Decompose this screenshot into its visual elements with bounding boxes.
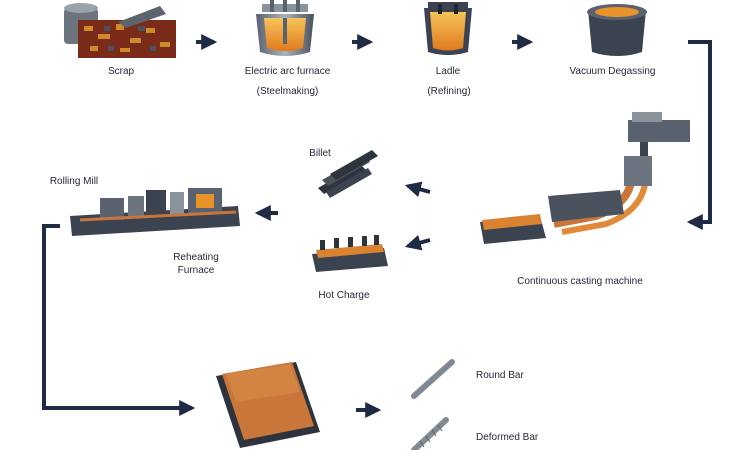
electric-arc-furnace-illustration bbox=[256, 0, 314, 56]
label-steelmaking: (Steelmaking) bbox=[256, 86, 319, 97]
scrap-illustration bbox=[64, 3, 176, 58]
label-round-bar: Round Bar bbox=[476, 370, 524, 381]
label-hot-charge: Hot Charge bbox=[318, 290, 370, 301]
round-bar-illustration bbox=[411, 359, 455, 399]
billet-illustration bbox=[318, 150, 378, 198]
label-ladle: Ladle bbox=[435, 66, 461, 77]
label-reheating: Reheating bbox=[173, 252, 219, 263]
label-rolling-mill: Rolling Mill bbox=[49, 176, 99, 187]
label-scrap: Scrap bbox=[107, 66, 135, 77]
deformed-bar-illustration bbox=[411, 417, 449, 450]
connector-rolling-mill-to-plate bbox=[42, 224, 196, 416]
cooling-plate-illustration bbox=[216, 362, 320, 448]
label-billet: Billet bbox=[309, 148, 331, 159]
label-furnace: Furnace bbox=[177, 265, 215, 276]
ladle-illustration bbox=[424, 2, 472, 55]
label-refining: (Refining) bbox=[427, 86, 471, 97]
connector-vacuum-to-casting bbox=[686, 40, 712, 230]
vacuum-degassing-illustration bbox=[587, 4, 647, 56]
arrow-casting-to-hot-charge bbox=[404, 234, 431, 251]
hot-charge-illustration bbox=[312, 235, 388, 272]
continuous-casting-machine-illustration bbox=[480, 112, 690, 244]
label-deformed-bar: Deformed Bar bbox=[476, 432, 539, 443]
label-continuous-casting-machine: Continuous casting machine bbox=[517, 276, 643, 287]
arrow-casting-to-billet bbox=[404, 181, 431, 198]
label-electric-arc-furnace: Electric arc furnace bbox=[244, 66, 331, 77]
arrows-middle-row bbox=[254, 181, 431, 251]
rolling-mill-illustration bbox=[70, 188, 240, 236]
label-vacuum-degassing: Vacuum Degassing bbox=[569, 66, 656, 77]
